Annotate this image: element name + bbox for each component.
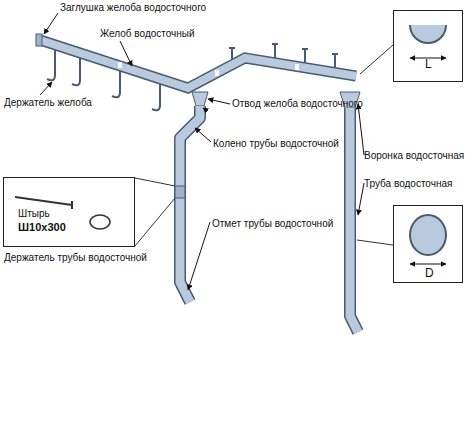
inset-lines xyxy=(135,45,393,246)
part-label: Держатель желоба xyxy=(4,97,92,109)
pipe-left-fill xyxy=(180,106,200,302)
dimension-d xyxy=(410,264,446,265)
gutter xyxy=(40,40,356,88)
part-label: Отвод желоба водосточного xyxy=(232,98,363,110)
inset-text: L xyxy=(425,57,432,71)
gutter-cap xyxy=(36,34,42,46)
inset-box: D xyxy=(393,205,463,283)
part-label: Заглушка желоба водосточного xyxy=(60,2,206,14)
pipe-left xyxy=(180,106,200,302)
inset-text: Штырь xyxy=(18,208,50,220)
inset-box: L xyxy=(393,10,463,82)
pipe-right xyxy=(350,108,358,332)
part-label: Держатель трубы водосточной xyxy=(4,252,147,264)
pin xyxy=(15,197,72,205)
pipe-ring xyxy=(90,215,110,229)
part-label: Труба водосточная xyxy=(364,178,452,190)
gutter-outlet xyxy=(192,92,208,106)
pipe-holder xyxy=(175,186,185,198)
gutter-joints xyxy=(118,62,299,76)
inset-text: D xyxy=(425,266,434,280)
part-label: Желоб водосточный xyxy=(100,28,195,40)
half-pipe-icon xyxy=(410,25,446,43)
part-label: Колено трубы водосточной xyxy=(213,138,339,150)
gutter-fill xyxy=(40,40,356,88)
pipe-section-icon xyxy=(410,215,446,255)
part-size: Ш10х300 xyxy=(18,221,66,234)
part-label: Воронка водосточная xyxy=(364,150,464,162)
inset-box: ШтырьШ10х300 xyxy=(3,177,135,247)
pin-head xyxy=(71,201,73,209)
pipe-right-fill xyxy=(350,108,358,332)
leader-lines xyxy=(40,13,364,290)
part-label: Отмет трубы водосточной xyxy=(212,218,333,230)
